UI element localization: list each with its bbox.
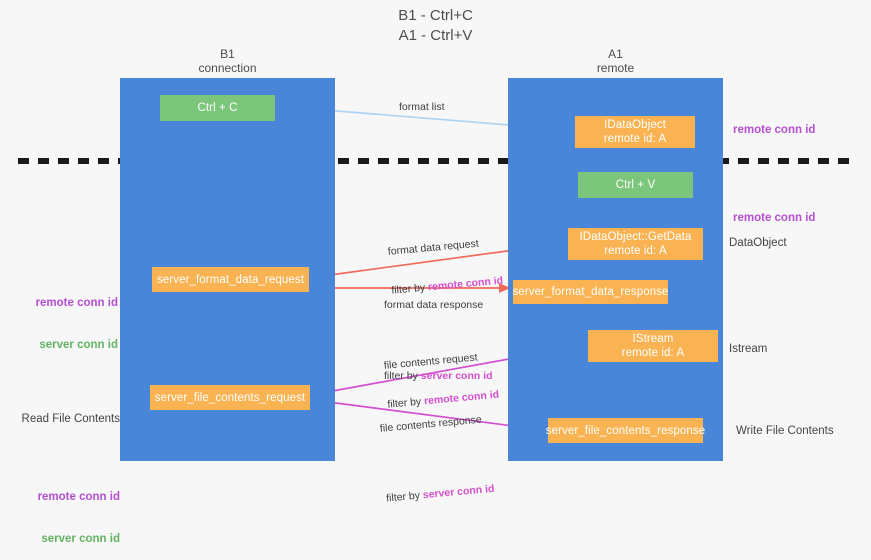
note-remote-conn-id-mid: remote conn id	[733, 212, 816, 224]
note-remote-conn-id-left-upper: remote conn id	[35, 297, 118, 309]
edge-label-file-contents-response: file contents response filter by server …	[377, 387, 496, 518]
arrow-file-contents-response	[312, 399, 546, 434]
note-conn-ids-upper: remote conn id server conn id	[22, 268, 118, 366]
node-istream[interactable]: IStream remote id: A	[588, 330, 718, 362]
filter-prefix: filter by	[384, 370, 421, 382]
note-dataobject: DataObject	[729, 237, 787, 249]
node-server-format-data-response[interactable]: server_format_data_response	[512, 280, 668, 304]
edge-label-fdres-line2: filter by server conn id	[384, 370, 493, 383]
node-server-file-contents-response[interactable]: server_file_contents_response	[546, 418, 705, 443]
note-write-file-contents: Write File Contents	[736, 425, 834, 437]
edge-label-format-list: format list	[399, 101, 445, 113]
filter-key-server-conn-id: server conn id	[422, 482, 495, 502]
node-ctrl-c[interactable]: Ctrl + C	[160, 95, 275, 121]
edge-label-fcres-line2: filter by server conn id	[386, 483, 495, 506]
edge-label-fdreq-line1: format data request	[387, 237, 480, 258]
edge-label-fdres-line1: format data response	[384, 299, 484, 311]
note-remote-conn-id-left-lower: remote conn id	[37, 491, 120, 503]
node-idataobject-getdata[interactable]: IDataObject::GetData remote id: A	[568, 228, 703, 260]
note-server-conn-id-left-lower: server conn id	[41, 533, 120, 545]
edge-label-format-data-response: format data response filter by server co…	[384, 273, 493, 396]
note-remote-conn-id-top: remote conn id	[733, 124, 816, 136]
note-istream: Istream	[729, 343, 768, 355]
page-title: B1 - Ctrl+C A1 - Ctrl+V	[398, 7, 473, 44]
node-server-file-contents-request[interactable]: server_file_contents_request	[150, 385, 310, 410]
node-server-format-data-request[interactable]: server_format_data_request	[152, 267, 309, 292]
filter-prefix: filter by	[385, 489, 424, 505]
edge-label-fcres-line1: file contents response	[379, 413, 483, 435]
filter-key-server-conn-id: server conn id	[420, 370, 493, 382]
node-idataobject[interactable]: IDataObject remote id: A	[575, 116, 695, 148]
note-read-file-contents: Read File Contents	[21, 413, 120, 425]
column-header-b1: B1 connection	[198, 47, 257, 75]
note-server-conn-id-left-upper: server conn id	[39, 339, 118, 351]
note-conn-ids-lower: Read File Contents remote conn id server…	[20, 384, 120, 560]
edge-label-fcreq-line1: file contents request	[383, 351, 479, 372]
node-ctrl-v[interactable]: Ctrl + V	[578, 172, 693, 198]
column-header-a1: A1 remote	[596, 47, 635, 75]
